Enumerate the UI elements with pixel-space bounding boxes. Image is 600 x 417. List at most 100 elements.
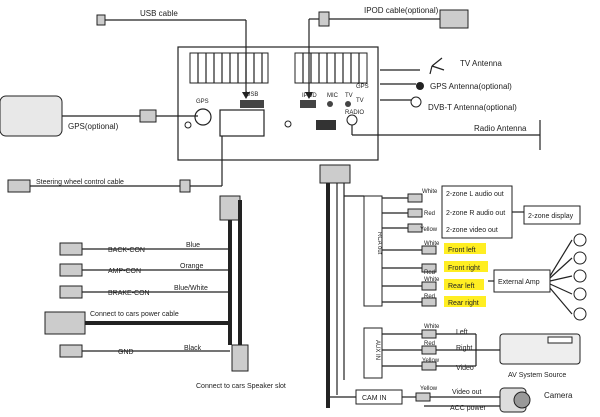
port-mic-label: MIC [327, 93, 339, 99]
gps-antenna-label: GPS Antenna(optional) [430, 82, 512, 91]
rear-white-label: White [424, 277, 440, 283]
harness-connector-icon [219, 195, 241, 221]
av-source-label: AV System Source [508, 372, 566, 379]
speaker-icon [573, 287, 587, 301]
tv-port-icon [345, 101, 351, 107]
ipod-dock-connector-icon [439, 9, 469, 29]
aux-yellow-label: Yellow [422, 358, 440, 364]
port-gps-label: GPS [196, 99, 209, 105]
acc-power-label: ACC power [450, 405, 486, 412]
speaker-icon [573, 269, 587, 283]
usb-port-icon [240, 100, 264, 108]
amp-con-color: Orange [180, 263, 203, 270]
rca-out-box [363, 195, 383, 307]
port-radio-label: RADIO [345, 110, 364, 116]
brake-con-label: BRAKE-CON [108, 290, 150, 297]
zone-yellow-label: Yellow [420, 227, 438, 233]
rca-plug-icon [407, 193, 423, 203]
rear-red-label: Red [424, 294, 435, 300]
speaker-plug-icon [231, 344, 249, 372]
aux-in-label: AUX IN [374, 340, 380, 360]
rca-plug-icon [421, 345, 437, 355]
tv-antenna-label: TV Antenna [460, 59, 502, 68]
cam-in-label: CAM IN [362, 395, 387, 402]
rca-harness-connector-icon [319, 164, 351, 184]
aux-white-label: White [424, 324, 440, 330]
gnd-color: Black [184, 345, 202, 352]
front-white-label: White [424, 241, 440, 247]
front-right-label: Front right [448, 265, 480, 272]
port-usb-label: USB [246, 92, 258, 98]
front-red-label: Red [424, 270, 435, 276]
aux-left-label: Left [456, 329, 468, 336]
speaker-icon [573, 251, 587, 265]
rca-plug-icon [407, 223, 423, 233]
highlight [444, 261, 488, 272]
zone-red-label: Red [424, 211, 435, 217]
dvbt-antenna-label: DVB-T Antenna(optional) [428, 103, 517, 112]
back-con-label: BACK-CON [108, 247, 145, 254]
zone-display-label: 2-zone display [528, 213, 574, 220]
cam-yellow-label: Yellow [420, 386, 438, 392]
back-con-color: Blue [186, 242, 200, 249]
steering-connector-icon [179, 179, 191, 193]
rca-socket-icon [316, 120, 336, 130]
speaker-label: Connect to cars Speaker slot [196, 383, 286, 390]
gnd-plug-icon [59, 344, 83, 358]
mic-port-icon [327, 101, 333, 107]
rca-plug-icon [421, 245, 437, 255]
back-con-plug-icon [59, 242, 83, 256]
zone-v-label: 2-zone video out [446, 227, 498, 234]
rear-left-label: Rear left [448, 283, 475, 290]
ipod-port-icon [300, 100, 316, 108]
rca-out-label: RCA out [376, 232, 382, 255]
usb-plug-icon [96, 14, 106, 26]
rca-plug-icon [421, 281, 437, 291]
radio-antenna-label: Radio Antenna [474, 124, 527, 133]
ipod-plug-icon [318, 11, 330, 27]
rca-plug-icon [407, 208, 423, 218]
port-tv-label: TV [345, 93, 353, 99]
screw-icon [184, 121, 192, 129]
aux-in-box [363, 327, 383, 379]
port-gps-mini-label: GPS [356, 84, 369, 90]
arrow-down-icon [242, 92, 250, 99]
speaker-icon [573, 233, 587, 247]
camera-lens-icon [513, 391, 531, 409]
gnd-label: GND [118, 349, 134, 356]
tv-antenna-icon [429, 57, 445, 75]
device-display-icon [547, 336, 573, 344]
gps-port-icon [194, 108, 212, 126]
highlight [444, 279, 484, 290]
amp-con-plug-icon [59, 263, 83, 277]
brake-con-color: Blue/White [174, 285, 208, 292]
gps-plug-icon [139, 109, 157, 123]
aux-video-label: Video [456, 365, 474, 372]
head-unit [177, 46, 379, 161]
dvbt-antenna-icon [410, 96, 422, 108]
speakers [549, 233, 587, 321]
power-label: Connect to cars power cable [90, 311, 179, 318]
speaker-icon [573, 307, 587, 321]
video-out-label: Video out [452, 389, 482, 396]
power-plug-icon [44, 311, 86, 335]
camera-label: Camera [544, 391, 573, 400]
gps-optional-label: GPS(optional) [68, 122, 119, 131]
screw-icon [284, 120, 292, 128]
aux-right-label: Right [456, 345, 472, 352]
aux-red-label: Red [424, 341, 435, 347]
right-heatsink [294, 52, 368, 84]
gps-antenna-icon [416, 82, 424, 90]
highlight [444, 296, 486, 307]
usb-cable-label: USB cable [140, 9, 178, 18]
amp-con-label: AMP-CON [108, 268, 141, 275]
gps-module-icon [0, 95, 63, 137]
main-socket [219, 109, 265, 137]
rca-plug-icon [421, 263, 437, 273]
zone-l-label: 2-zone L audio out [446, 191, 504, 198]
ipod-cable-label: IPOD cable(optional) [364, 6, 439, 15]
rear-right-label: Rear right [448, 300, 479, 307]
zone-white-label: White [422, 189, 438, 195]
external-amp-label: External Amp [498, 279, 540, 286]
rca-plug-icon [421, 297, 437, 307]
